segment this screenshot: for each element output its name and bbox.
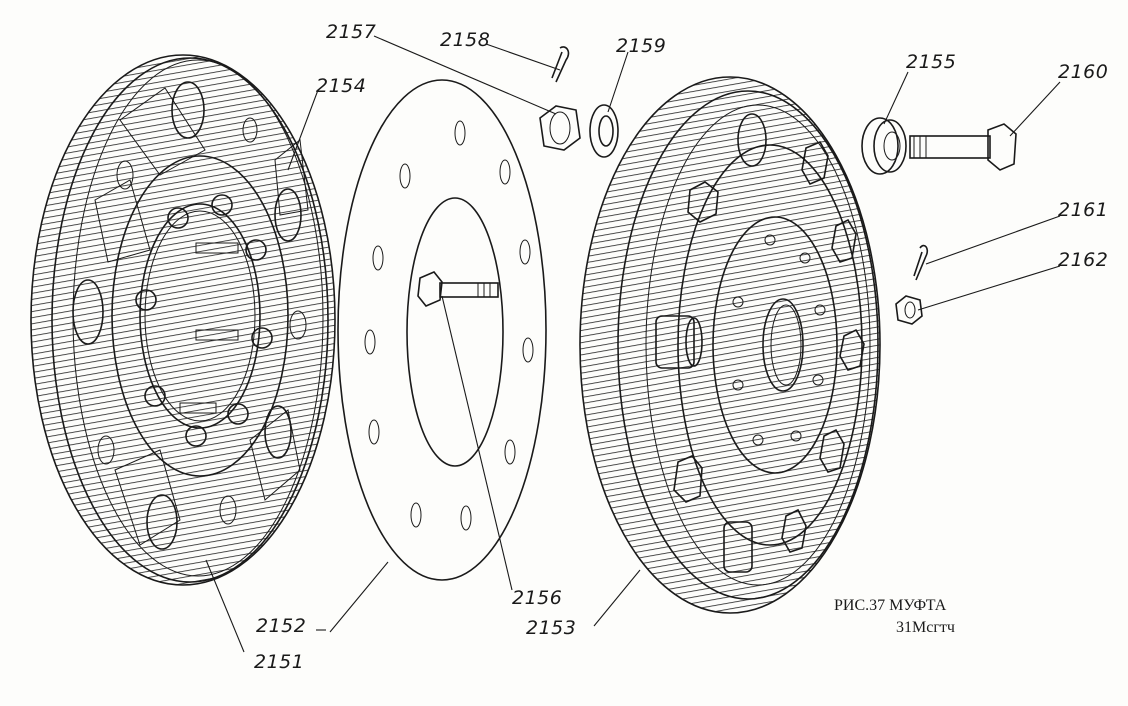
callout-2151: 2151 [254, 651, 304, 673]
callout-2159: 2159 [616, 35, 666, 57]
callout-2153: 2153 [526, 617, 576, 639]
callout-2154: 2154 [316, 75, 366, 97]
washer-2159 [589, 104, 619, 158]
cotter-pin-2161 [913, 244, 929, 281]
callout-2156: 2156 [512, 587, 562, 609]
leader-lines [205, 35, 1061, 653]
callout-2152: 2152 [256, 615, 306, 637]
callout-2161: 2161 [1058, 199, 1108, 221]
cotter-pin-2158 [551, 46, 570, 83]
figure-caption-title: РИС.37 МУФТА [834, 597, 947, 614]
nut-2162 [895, 295, 923, 325]
callout-2158: 2158 [440, 29, 490, 51]
callout-2157: 2157 [326, 21, 376, 43]
castle-nut-2157 [539, 105, 581, 151]
pressure-plate-2151 [30, 54, 336, 586]
friction-disc-2152 [337, 79, 547, 581]
figure-caption-code: 31Мсгтч [896, 619, 955, 636]
callout-2160: 2160 [1058, 61, 1108, 83]
callout-2155: 2155 [906, 51, 956, 73]
bolt-2156 [417, 271, 499, 307]
callout-2162: 2162 [1058, 249, 1108, 271]
flywheel-ring-gear-2153 [579, 76, 881, 614]
bushing-2155 [861, 117, 907, 175]
bolt-2160 [909, 123, 1017, 171]
